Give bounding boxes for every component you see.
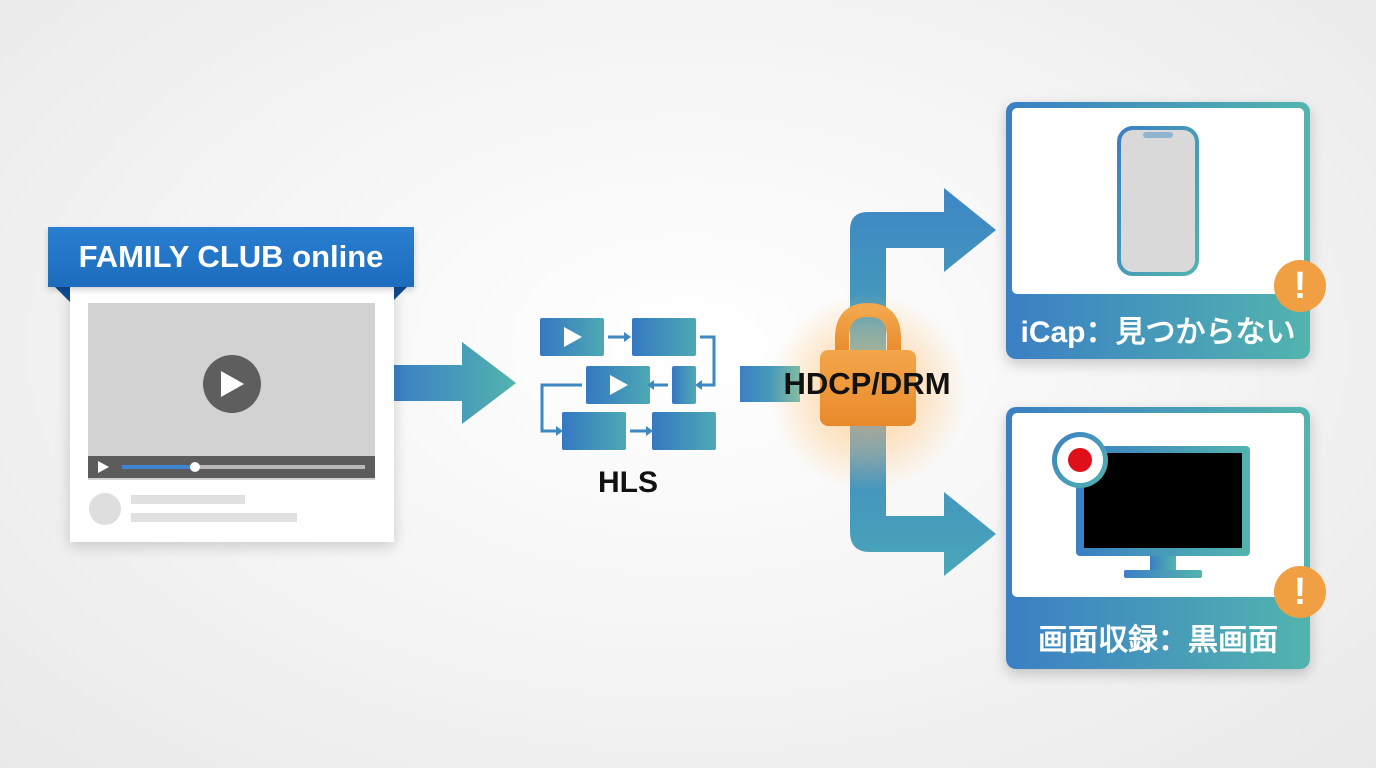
progress-track[interactable] [122,465,365,469]
arrow-to-recording [850,395,996,576]
play-icon[interactable] [203,355,261,413]
service-title-banner: FAMILY CLUB online [48,227,414,287]
arrow-to-icap [850,188,996,390]
protection-label: HDCP/DRM [783,366,951,401]
text-placeholder-line [131,513,297,522]
progress-knob[interactable] [190,462,200,472]
arrow-to-hls [394,342,516,424]
icap-caption: iCap：見つからない [1020,316,1296,349]
record-icon [1052,432,1108,488]
hls-label: HLS [598,466,658,499]
avatar [89,493,121,525]
play-small-icon[interactable] [97,461,109,473]
monitor-icon [1076,446,1250,578]
service-title: FAMILY CLUB online [78,239,384,274]
warning-icon: ! [1274,260,1326,312]
warning-icon: ! [1274,566,1326,618]
progress-fill [122,465,195,469]
lock-icon [820,302,916,426]
text-placeholder-line [131,495,245,504]
smartphone-icon [1117,126,1199,276]
hls-segments-icon [540,318,716,450]
recording-caption: 画面収録：黒画面 [1038,624,1278,657]
